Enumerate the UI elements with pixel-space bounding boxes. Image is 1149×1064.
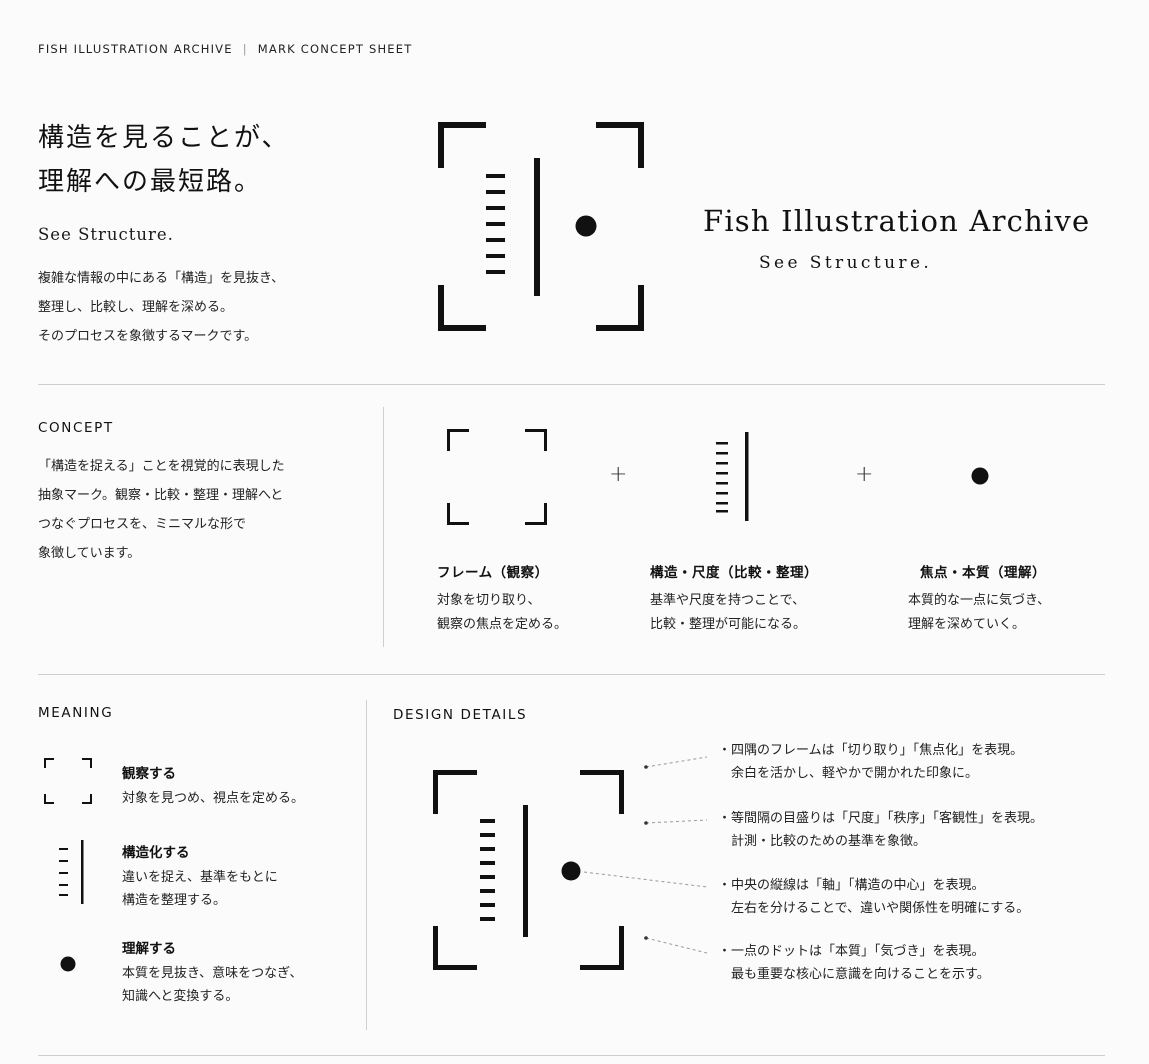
plus-sign-2: + (855, 462, 874, 487)
intro-line-3: そのプロセスを象徴するマークです。 (38, 329, 258, 344)
detail-line: 計測・比較のための基準を象徴。 (731, 834, 927, 849)
plus-sign-1: + (609, 462, 628, 487)
meaning-item-observe: 観察する 対象を見つめ、視点を定める。 (122, 762, 304, 810)
concept-item-structure: 構造・尺度（比較・整理） 基準や尺度を持つことで、 比較・整理が可能になる。 (650, 561, 818, 637)
concept-item-focus: 焦点・本質（理解） 本質的な一点に気づき、 理解を深めていく。 (908, 561, 1050, 637)
concept-item-line: 対象を切り取り、 (437, 593, 541, 608)
meaning-item-line: 構造を整理する。 (122, 893, 227, 908)
meaning-item-title: 理解する (122, 941, 176, 957)
main-mark-icon (438, 122, 644, 331)
meaning-item-line: 知識へと変換する。 (122, 989, 239, 1004)
meaning-item-line: 対象を見つめ、視点を定める。 (122, 791, 305, 806)
concept-item-line: 比較・整理が可能になる。 (650, 617, 807, 632)
meaning-item-title: 構造化する (122, 845, 190, 861)
detail-item-ticks: ・等間隔の目盛りは「尺度」「秩序」「客観性」を表現。 計測・比較のための基準を象… (718, 807, 1043, 853)
meaning-item-line: 違いを捉え、基準をもとに (122, 870, 278, 885)
intro-line-1: 複雑な情報の中にある「構造」を見抜き、 (38, 271, 285, 286)
detail-item-axis: ・中央の縦線は「軸」「構造の中心」を表現。 左右を分けることで、違いや関係性を明… (718, 874, 1029, 920)
detail-line: 余白を活かし、軽やかで開かれた印象に。 (731, 766, 979, 781)
scale-ticks-icon (59, 840, 84, 904)
meaning-item-title: 観察する (122, 766, 176, 782)
headline-line-1: 構造を見ることが、 (38, 123, 290, 153)
concept-item-frame: フレーム（観察） 対象を切り取り、 観察の焦点を定める。 (437, 561, 567, 637)
detail-line: ・一点のドットは「本質」「気づき」を表現。 (718, 944, 985, 959)
header-separator: | (242, 42, 248, 56)
headline-line-2: 理解への最短路。 (38, 167, 263, 197)
frame-corners-icon (447, 429, 547, 525)
detail-line: ・四隅のフレームは「切り取り」「焦点化」を表現。 (718, 743, 1024, 758)
meaning-item-understand: 理解する 本質を見抜き、意味をつなぎ、 知識へと変換する。 (122, 937, 302, 1008)
concept-item-title: フレーム（観察） (437, 565, 549, 581)
logo-title: Fish Illustration Archive (703, 204, 1091, 238)
detail-item-dot: ・一点のドットは「本質」「気づき」を表現。 最も重要な核心に意識を向けることを示… (718, 940, 990, 986)
meaning-item-line: 本質を見抜き、意味をつなぎ、 (122, 966, 303, 981)
detail-line: ・中央の縦線は「軸」「構造の中心」を表現。 (718, 878, 985, 893)
intro-text: 複雑な情報の中にある「構造」を見抜き、 整理し、比較し、理解を深める。 そのプロ… (38, 264, 284, 351)
frame-corners-icon (44, 758, 92, 804)
intro-line-2: 整理し、比較し、理解を深める。 (38, 300, 234, 315)
concept-item-line: 基準や尺度を持つことで、 (650, 593, 806, 608)
tagline: See Structure. (38, 225, 174, 244)
meaning-item-structure: 構造化する 違いを捉え、基準をもとに 構造を整理する。 (122, 841, 278, 912)
archive-name: FISH ILLUSTRATION ARCHIVE (38, 42, 233, 56)
detail-item-frame: ・四隅のフレームは「切り取り」「焦点化」を表現。 余白を活かし、軽やかで開かれた… (718, 739, 1023, 785)
meaning-label: MEANING (38, 705, 114, 721)
divider-3 (38, 1055, 1105, 1056)
detail-line: ・等間隔の目盛りは「尺度」「秩序」「客観性」を表現。 (718, 811, 1044, 826)
focus-dot-icon (971, 467, 989, 485)
concept-line-3: つなぐプロセスを、ミニマルな形で (38, 517, 247, 532)
sheet-header: FISH ILLUSTRATION ARCHIVE | MARK CONCEPT S… (38, 42, 412, 56)
concept-item-title: 構造・尺度（比較・整理） (650, 565, 818, 581)
detail-mark-icon (433, 770, 624, 970)
concept-item-line: 観察の焦点を定める。 (437, 617, 568, 632)
concept-item-line: 本質的な一点に気づき、 (908, 593, 1051, 608)
concept-line-2: 抽象マーク。観察・比較・整理・理解へと (38, 488, 284, 503)
concept-line-4: 象徴しています。 (38, 546, 141, 561)
scale-ticks-icon (716, 432, 749, 521)
concept-text: 「構造を捉える」ことを視覚的に表現した 抽象マーク。観察・比較・整理・理解へと … (38, 452, 285, 568)
sheet-name: MARK CONCEPT SHEET (257, 42, 413, 56)
detail-line: 最も重要な核心に意識を向けることを示す。 (731, 967, 990, 982)
concept-item-line: 理解を深めていく。 (908, 617, 1026, 632)
focus-dot-icon (60, 956, 76, 972)
concept-line-1: 「構造を捉える」ことを視覚的に表現した (38, 459, 285, 474)
concept-label: CONCEPT (38, 420, 114, 436)
divider-2 (38, 674, 1105, 675)
meaning-vertical-divider (366, 700, 367, 1030)
concept-item-title: 焦点・本質（理解） (920, 565, 1046, 581)
details-label: DESIGN DETAILS (393, 707, 528, 723)
detail-line: 左右を分けることで、違いや関係性を明確にする。 (731, 901, 1030, 916)
headline: 構造を見ることが、 理解への最短路。 (38, 116, 289, 204)
concept-vertical-divider (383, 407, 384, 647)
logo-subtitle: See Structure. (759, 253, 933, 273)
divider-1 (38, 384, 1105, 385)
